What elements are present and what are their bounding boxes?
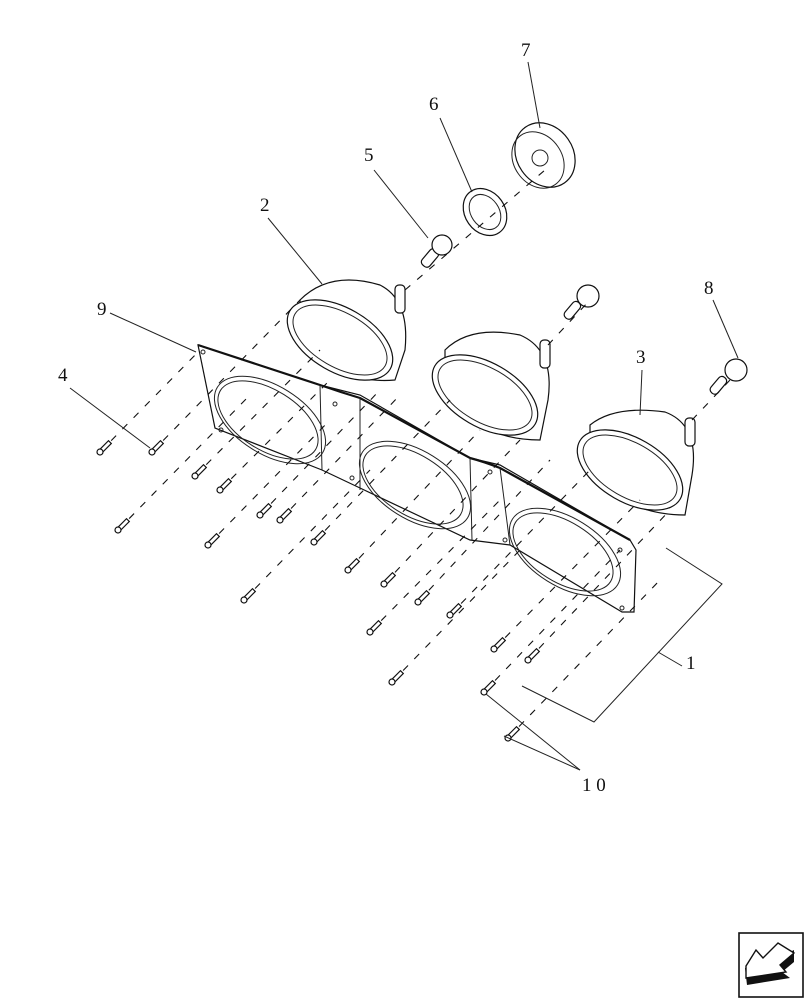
bulb-center	[563, 284, 600, 320]
dust-cover-7	[511, 122, 576, 189]
headlamp-right	[576, 409, 696, 516]
next-page-arrow-icon[interactable]	[738, 932, 804, 998]
callout-4: 4	[58, 365, 68, 386]
screw-axes	[99, 299, 671, 739]
retainer-ring-6	[462, 187, 508, 237]
callout-9: 9	[97, 299, 107, 320]
callout-8: 8	[704, 278, 714, 299]
bulb-5	[420, 234, 453, 268]
callout-7: 7	[521, 40, 531, 61]
callout-5: 5	[364, 145, 374, 166]
callout-2: 2	[260, 195, 270, 216]
headlamp-left	[286, 279, 407, 382]
headlamp-center	[431, 331, 551, 441]
screws	[96, 439, 541, 742]
callout-1: 1	[686, 653, 696, 674]
callout-10: 1 0	[582, 775, 606, 796]
callout-6: 6	[429, 94, 439, 115]
bulb-8	[709, 358, 748, 395]
leader-lines	[69, 61, 739, 771]
mounting-panel	[197, 343, 637, 613]
callout-3: 3	[636, 347, 646, 368]
